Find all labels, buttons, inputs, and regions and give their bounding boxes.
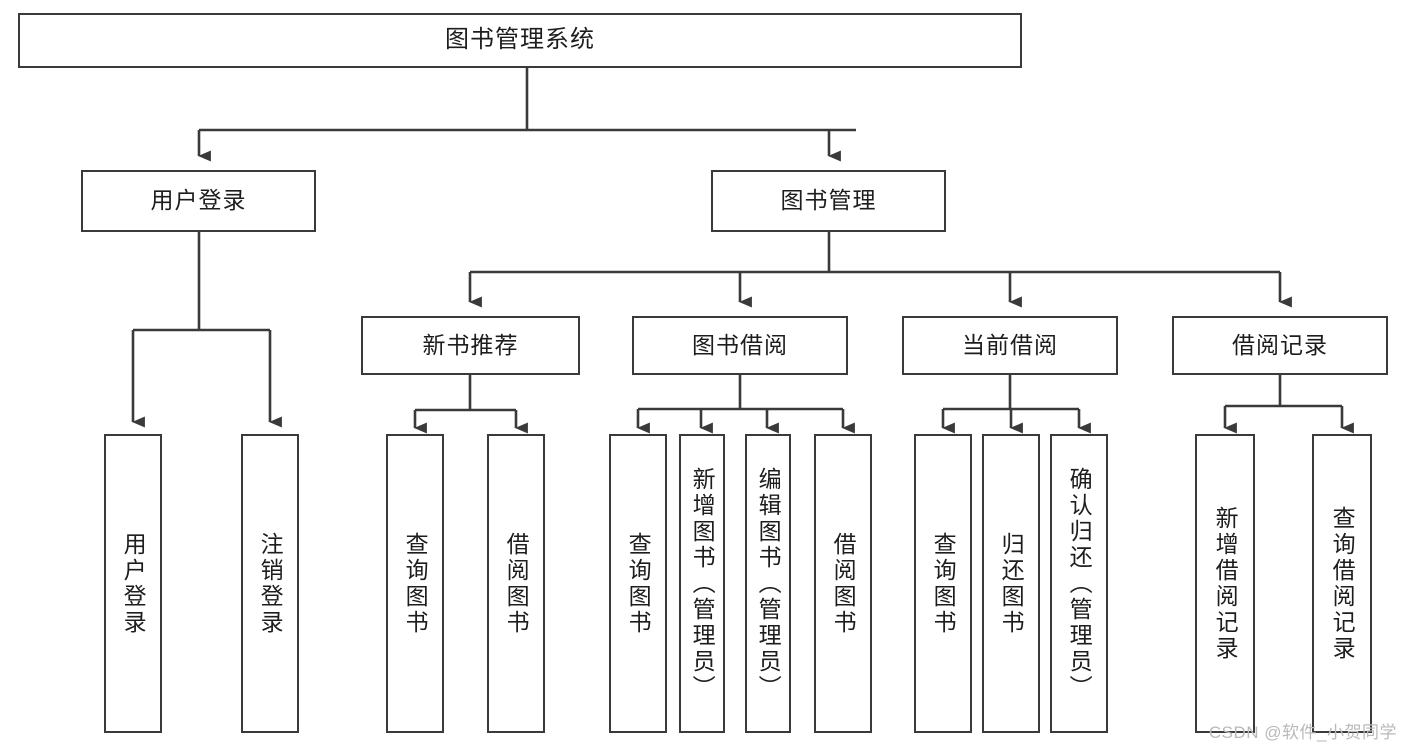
node-label: 图书管理系统 — [445, 26, 595, 54]
node-book-management[interactable]: 图书管理 — [711, 170, 946, 232]
node-label: 查询图书 — [625, 531, 652, 636]
node-label: 查询图书 — [402, 531, 429, 636]
leaf-user-login-logout[interactable]: 注销登录 — [241, 434, 299, 733]
leaf-current-borrow-query[interactable]: 查询图书 — [914, 434, 972, 733]
node-root-system[interactable]: 图书管理系统 — [18, 13, 1022, 68]
leaf-book-borrow-borrow[interactable]: 借阅图书 — [814, 434, 872, 733]
node-current-borrow[interactable]: 当前借阅 — [902, 316, 1118, 375]
node-label: 归还图书 — [998, 531, 1025, 636]
node-label: 图书管理 — [780, 187, 877, 214]
node-label: 新书推荐 — [422, 331, 519, 358]
node-label: 新增借阅记录 — [1212, 505, 1239, 662]
leaf-current-borrow-return[interactable]: 归还图书 — [982, 434, 1040, 733]
node-user-login[interactable]: 用户登录 — [81, 170, 316, 232]
node-label: 查询借阅记录 — [1329, 505, 1356, 662]
leaf-user-login-login[interactable]: 用户登录 — [104, 434, 162, 733]
leaf-borrow-record-query[interactable]: 查询借阅记录 — [1312, 434, 1372, 733]
node-new-book-recommend[interactable]: 新书推荐 — [361, 316, 580, 375]
node-label: 注销登录 — [257, 531, 284, 636]
leaf-new-book-query[interactable]: 查询图书 — [386, 434, 444, 733]
leaf-book-borrow-edit[interactable]: 编辑图书（管理员） — [745, 434, 791, 733]
node-label: 查询图书 — [930, 531, 957, 636]
leaf-new-book-borrow[interactable]: 借阅图书 — [487, 434, 545, 733]
node-label: 确认归还（管理员） — [1066, 466, 1093, 701]
leaf-book-borrow-add[interactable]: 新增图书（管理员） — [679, 434, 725, 733]
node-label: 当前借阅 — [962, 331, 1058, 358]
node-label: 借阅图书 — [503, 531, 530, 636]
node-borrow-record[interactable]: 借阅记录 — [1172, 316, 1388, 375]
node-label: 新增图书（管理员） — [689, 466, 716, 701]
node-label: 编辑图书（管理员） — [755, 466, 782, 701]
leaf-book-borrow-query[interactable]: 查询图书 — [609, 434, 667, 733]
node-book-borrow[interactable]: 图书借阅 — [632, 316, 848, 375]
node-label: 借阅图书 — [830, 531, 857, 636]
node-label: 用户登录 — [150, 187, 247, 214]
node-label: 用户登录 — [120, 531, 147, 636]
node-label: 图书借阅 — [692, 331, 788, 358]
leaf-current-borrow-confirm[interactable]: 确认归还（管理员） — [1050, 434, 1108, 733]
leaf-borrow-record-add[interactable]: 新增借阅记录 — [1195, 434, 1255, 733]
node-label: 借阅记录 — [1232, 331, 1328, 358]
